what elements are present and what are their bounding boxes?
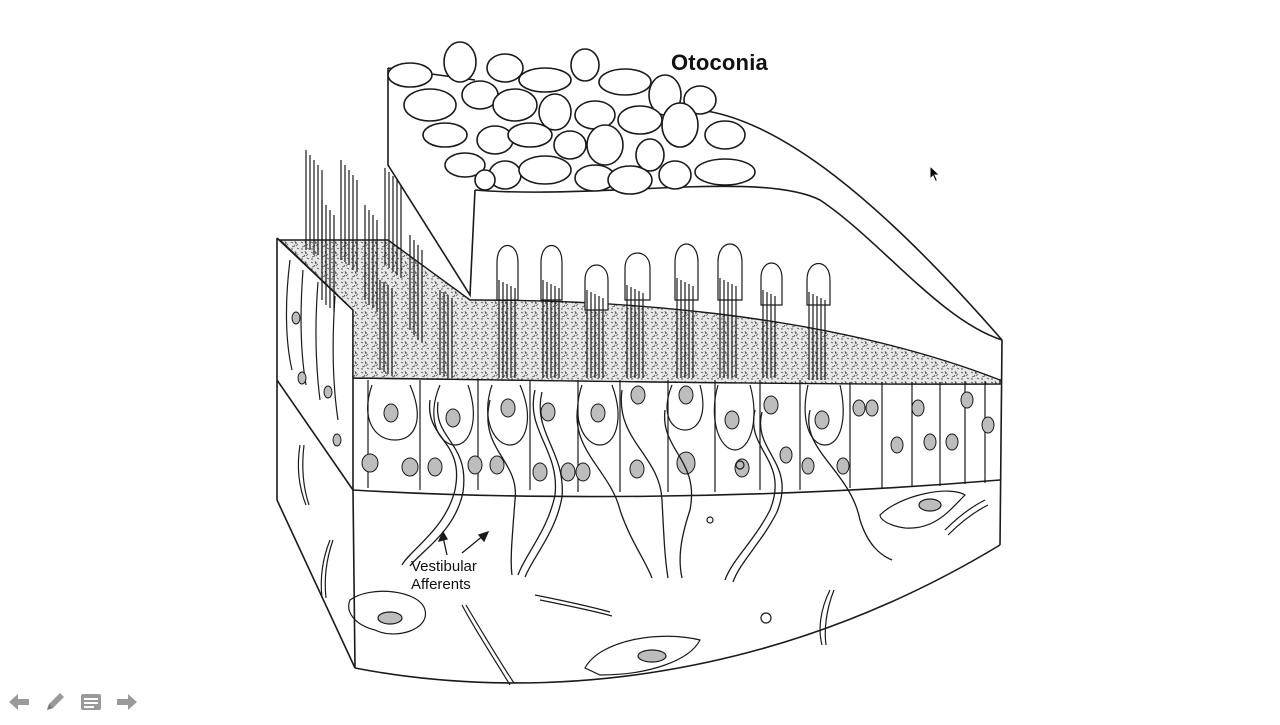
epithelium-cells — [285, 259, 986, 492]
arrow-right-icon — [116, 693, 138, 711]
hair-bundles-right — [496, 243, 831, 380]
otoconia-label: Otoconia — [671, 50, 768, 75]
slideshow-toolbar — [6, 688, 140, 716]
pencil-icon — [44, 691, 66, 713]
afferents-label-line2: Afferents — [411, 576, 471, 593]
next-slide-button[interactable] — [114, 689, 140, 715]
previous-slide-button[interactable] — [6, 689, 32, 715]
vestibular-afferent-fibers — [401, 389, 893, 583]
otoconia-mass — [387, 41, 1003, 341]
hair-bundles-left — [305, 150, 453, 378]
mouse-cursor — [929, 164, 941, 188]
menu-icon — [80, 693, 102, 711]
afferent-pointer-arrows — [437, 530, 490, 556]
slide-menu-button[interactable] — [78, 689, 104, 715]
pen-tool-button[interactable] — [42, 689, 68, 715]
connective-tissue-cells — [297, 444, 989, 686]
afferents-label-line1: Vestibular — [411, 558, 477, 575]
cell-nuclei — [291, 311, 995, 482]
vestibular-afferents-label: Vestibular Afferents — [411, 558, 477, 594]
arrow-left-icon — [8, 693, 30, 711]
